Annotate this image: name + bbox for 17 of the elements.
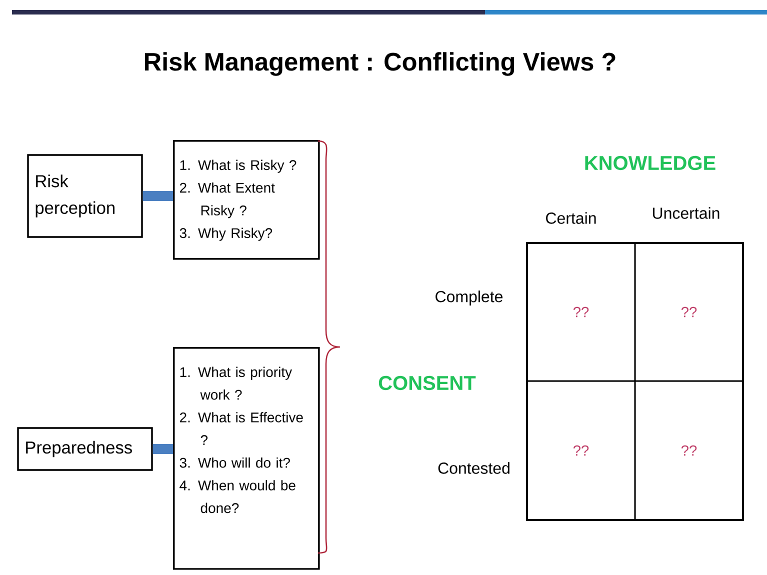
- column-label: Certain: [546, 212, 596, 224]
- row-label: Contested: [438, 462, 510, 474]
- matrix-cell: ??: [634, 380, 744, 521]
- connector-bar: [152, 444, 173, 454]
- connector-bar: [142, 191, 173, 201]
- axis-heading: CONSENT: [378, 376, 476, 390]
- node-label: ??: [573, 306, 589, 318]
- matrix-cell: ??: [526, 380, 636, 521]
- process-box: Preparedness: [17, 427, 153, 471]
- column-label: Uncertain: [653, 207, 720, 219]
- title: Risk Management : Conflicting Views ?: [144, 52, 616, 76]
- matrix-cell: ??: [634, 242, 744, 382]
- axis-heading: KNOWLEDGE: [585, 156, 716, 170]
- list-box: 1. What is Risky ? 2. What Extent Risky ? 3. Why Risky?: [173, 140, 320, 260]
- row-label: Complete: [436, 290, 502, 306]
- list-box: 1. What is priority work ? 2. What is Effective ? 3. Who will do it? 4. When would be done?: [173, 347, 320, 570]
- process-box: Risk perception: [27, 154, 143, 238]
